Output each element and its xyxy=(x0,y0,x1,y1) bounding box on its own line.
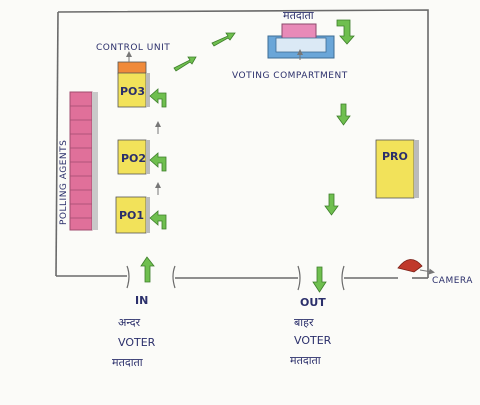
out-hindi-label: बाहर xyxy=(294,316,314,329)
polling-agents-seats xyxy=(69,91,98,231)
po1-desk xyxy=(115,196,150,234)
voter-hindi-top: मतदाता xyxy=(283,9,314,22)
po3-desk xyxy=(117,72,150,108)
po3-label: PO3 xyxy=(120,85,145,98)
po2-label: PO2 xyxy=(121,152,146,165)
control-unit-label: CONTROL UNIT xyxy=(96,43,170,53)
po2-desk xyxy=(117,139,150,175)
in-hindi-label: अन्दर xyxy=(118,316,141,329)
polling-agents-label: POLLING AGENTS xyxy=(59,140,69,225)
pro-label: PRO xyxy=(382,150,408,163)
po1-label: PO1 xyxy=(119,209,144,222)
room-walls xyxy=(55,9,429,279)
voting-compartment-label: VOTING COMPARTMENT xyxy=(232,71,348,81)
exit-gap xyxy=(297,265,345,291)
in-voter-label: VOTER xyxy=(118,336,156,349)
in-voter-hindi-label: मतदाता xyxy=(112,356,143,369)
out-voter-hindi-label: मतदाता xyxy=(290,354,321,367)
voting-compartment xyxy=(267,23,335,60)
out-voter-label: VOTER xyxy=(294,334,332,347)
camera-icon xyxy=(397,259,435,275)
camera-label: CAMERA xyxy=(432,276,473,286)
control-unit-box xyxy=(117,51,147,75)
pro-desk xyxy=(375,139,419,199)
in-label: IN xyxy=(135,294,148,307)
voter-flow-arrows xyxy=(140,19,355,293)
out-label: OUT xyxy=(300,296,326,309)
entry-gap xyxy=(126,265,176,289)
